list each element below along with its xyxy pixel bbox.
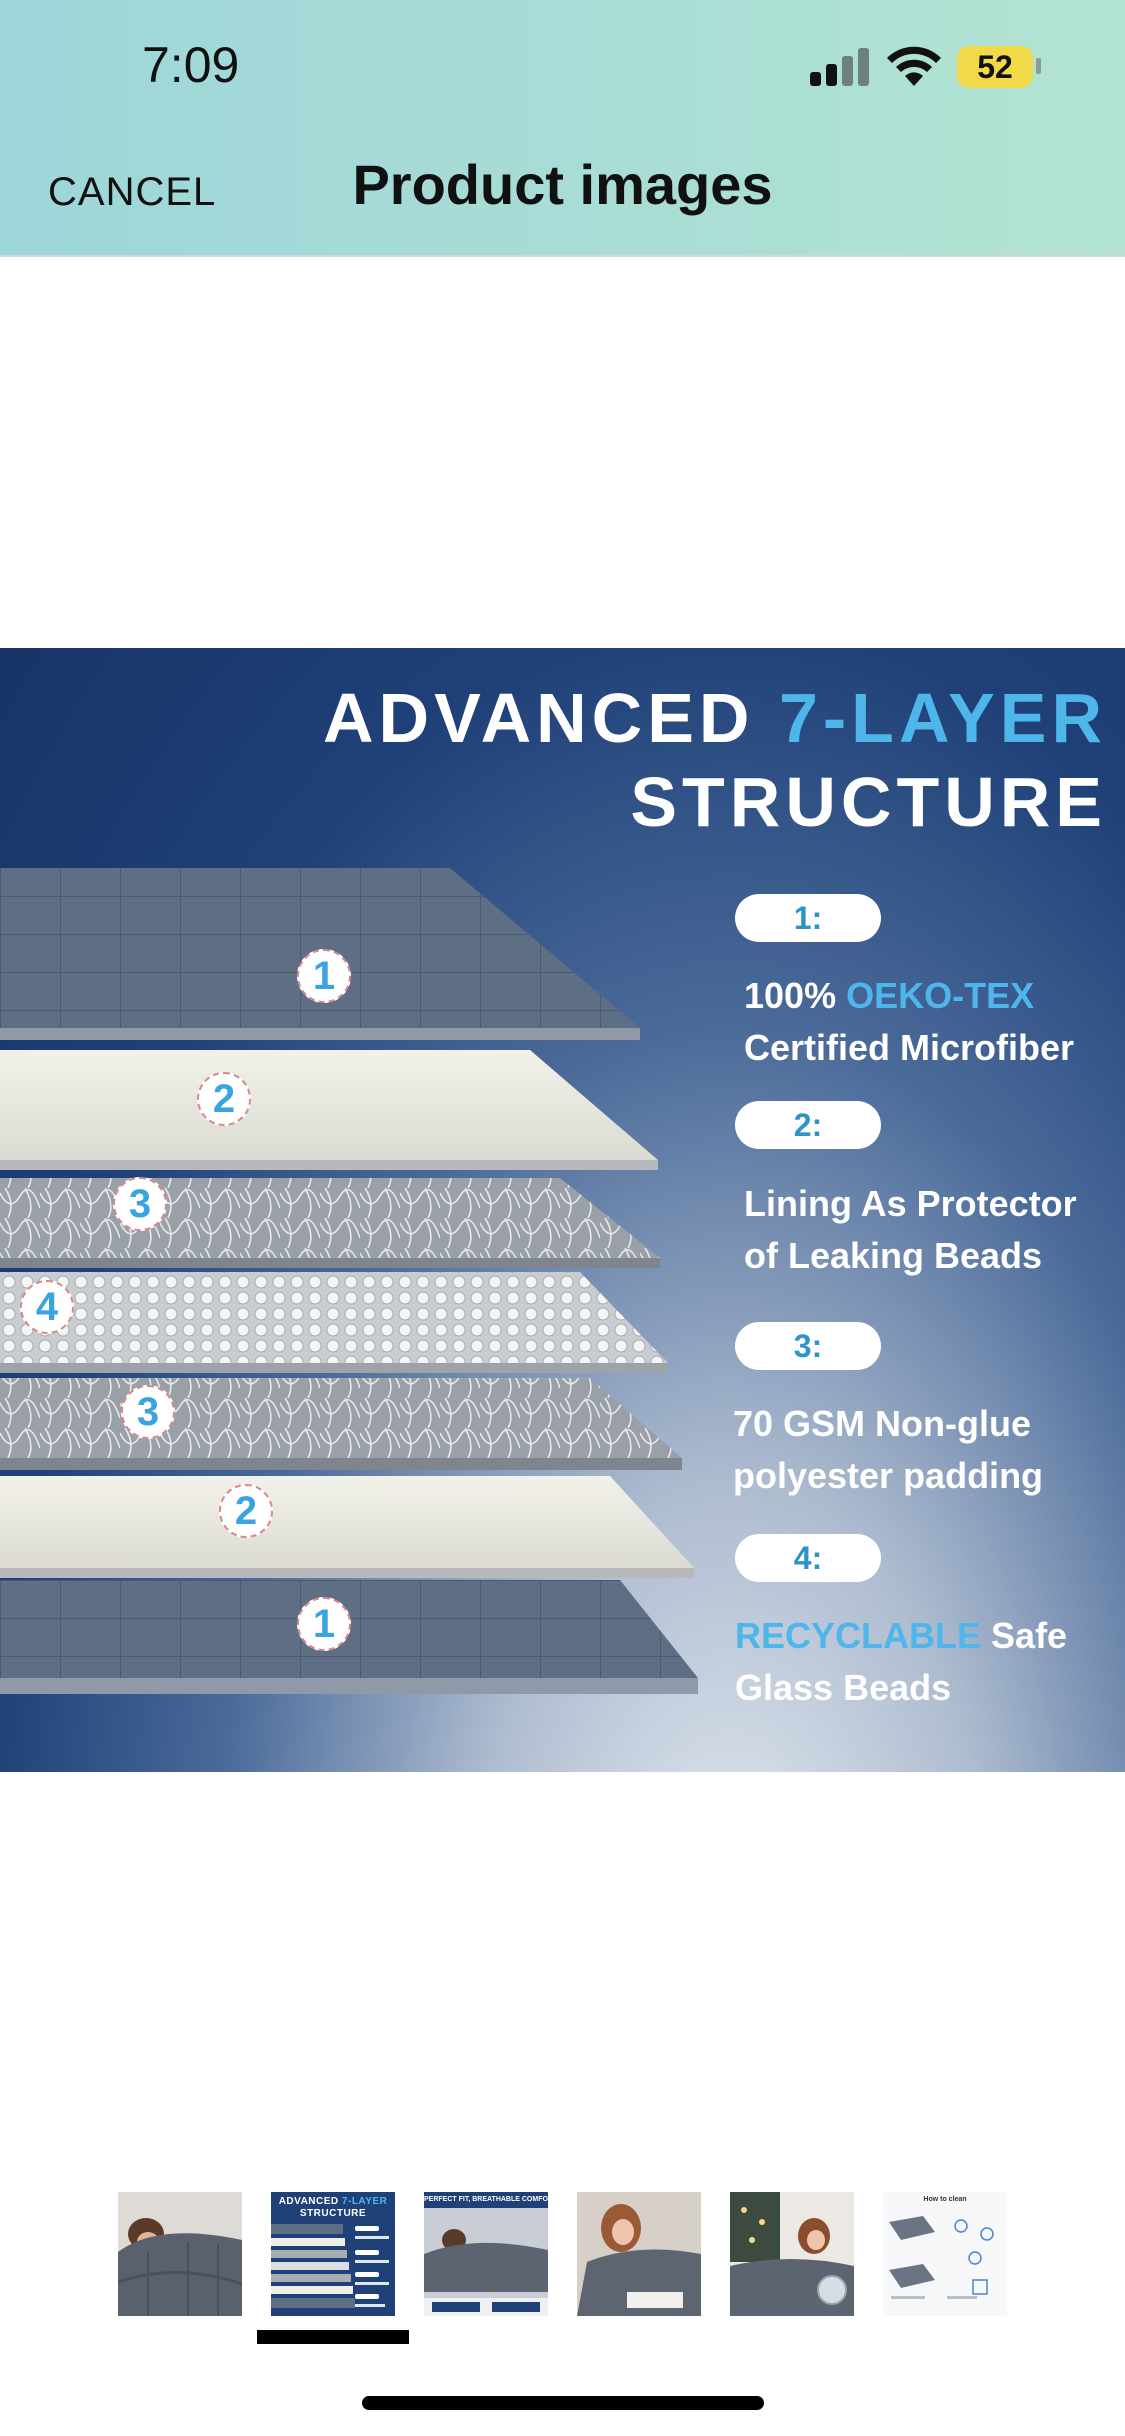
thumbnail-2-art (271, 2224, 389, 2308)
spec-text: RECYCLABLE Safe Glass Beads (735, 1615, 1068, 1708)
home-indicator[interactable] (362, 2396, 764, 2410)
spec-text: Lining As Protector of Leaking Beads (744, 1183, 1077, 1276)
layer-number: 3 (121, 1385, 175, 1439)
cancel-button[interactable]: CANCEL (48, 170, 217, 214)
headline-structure: STRUCTURE (630, 763, 1107, 841)
thumbnail-1-art (118, 2192, 242, 2316)
thumbnail-4[interactable] (577, 2192, 701, 2316)
thumbnail-3-title: PERFECT FIT, BREATHABLE COMFORT (424, 2192, 548, 2208)
spec-text: 100% OEKO-TEX Certified Microfiber (744, 975, 1075, 1068)
thumbnail-2-title: ADVANCED 7-LAYER STRUCTURE (278, 2196, 388, 2219)
thumbnail-2[interactable]: ADVANCED 7-LAYER STRUCTURE (271, 2192, 395, 2316)
spec-label: 2: (735, 1101, 881, 1149)
layer-number: 2 (219, 1484, 273, 1538)
spec-text: 70 GSM Non-glue polyester padding (733, 1403, 1044, 1496)
spec-label: 3: (735, 1322, 881, 1370)
thumbnail-3-art (424, 2208, 548, 2316)
thumbnail-strip: ADVANCED 7-LAYER STRUCTURE PERFECT FIT, … (118, 2192, 1018, 2316)
thumbnail-5-art (730, 2192, 854, 2316)
headline-seven-layer: 7-LAYER (778, 679, 1107, 757)
status-time: 7:09 (142, 37, 240, 93)
layer-number: 3 (113, 1177, 167, 1231)
image-headline: ADVANCED 7-LAYER STRUCTURE (323, 676, 1107, 844)
main-product-image[interactable]: ADVANCED 7-LAYER STRUCTURE (0, 648, 1125, 1772)
thumbnail-4-art (577, 2192, 701, 2316)
wifi-icon (887, 46, 941, 86)
thumbnail-5[interactable] (730, 2192, 854, 2316)
top-bar: 7:09 52 CANCEL Product images (0, 0, 1125, 257)
headline-advanced: ADVANCED (322, 679, 755, 757)
spec-label: 4: (735, 1534, 881, 1582)
thumbnail-1[interactable] (118, 2192, 242, 2316)
layer-number: 4 (20, 1280, 74, 1334)
thumbnail-3[interactable]: PERFECT FIT, BREATHABLE COMFORT (424, 2192, 548, 2316)
thumbnail-6[interactable]: How to clean (883, 2192, 1007, 2316)
layer-number: 1 (297, 949, 351, 1003)
spec-label: 1: (735, 894, 881, 942)
thumbnail-6-art (889, 2216, 994, 2299)
battery-cap (1036, 58, 1041, 74)
cellular-signal-icon (810, 48, 872, 86)
layer-number: 2 (197, 1072, 251, 1126)
page-title: Product images (352, 153, 773, 216)
thumbnail-6-title: How to clean (923, 2196, 967, 2203)
layer-number: 1 (297, 1597, 351, 1651)
selected-thumbnail-indicator (257, 2330, 409, 2344)
layers-illustration (0, 868, 698, 1694)
battery-icon: 52 (957, 46, 1033, 88)
